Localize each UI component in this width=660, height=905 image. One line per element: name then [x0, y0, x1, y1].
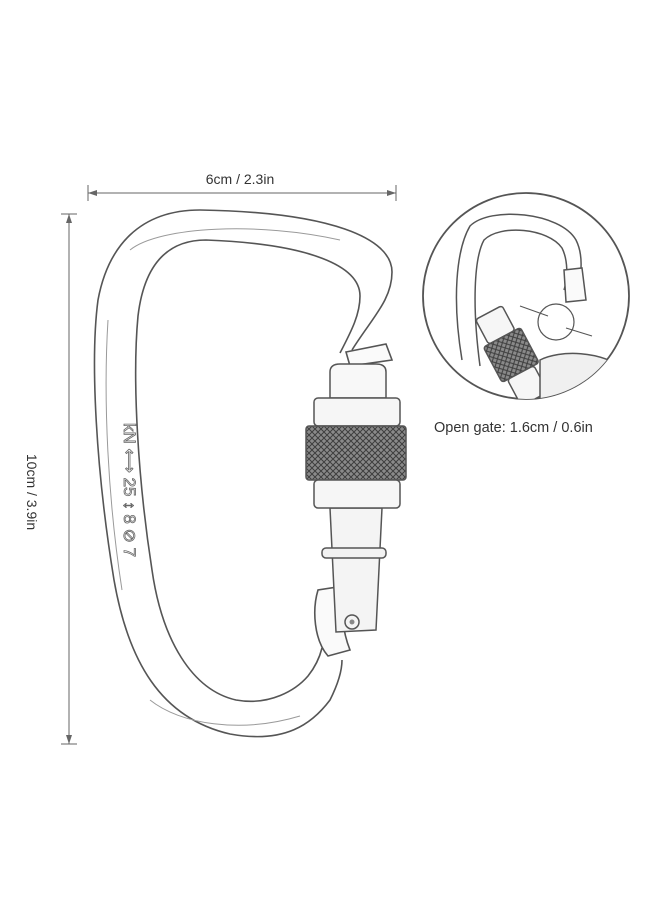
open-gate-detail	[422, 192, 630, 400]
height-dimension-line	[61, 213, 77, 745]
carabiner-body	[93, 209, 394, 738]
width-dimension-line	[87, 185, 397, 201]
body-marking: kN ⟷ 25 ↕ 8 ⊘ 7	[120, 423, 139, 557]
screw-gate	[305, 363, 407, 633]
open-gate-label: Open gate: 1.6cm / 0.6in	[434, 420, 593, 436]
height-label: 10cm / 3.9in	[24, 453, 40, 531]
width-label: 6cm / 2.3in	[205, 171, 275, 187]
